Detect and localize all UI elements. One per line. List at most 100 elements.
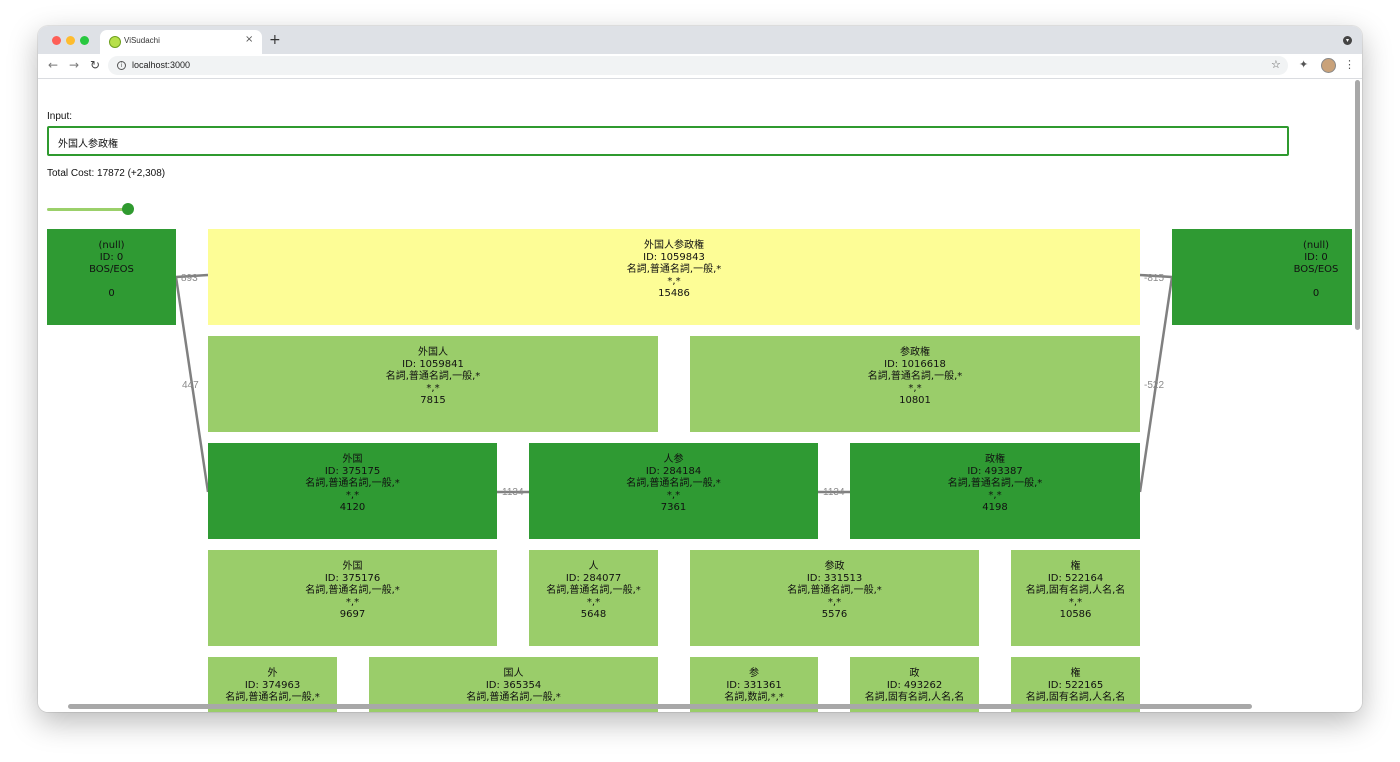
text-input[interactable]: 外国人参政権 — [47, 126, 1289, 156]
node-id: ID: 374963 — [244, 680, 301, 691]
node-extra: *,* — [827, 597, 842, 608]
node-331513[interactable]: 参政 ID: 331513 名詞,普通名詞,一般,* *,* 5576 — [690, 550, 979, 646]
vertical-scrollbar[interactable] — [1355, 80, 1360, 330]
node-pos: 名詞,普通名詞,一般,* — [947, 478, 1043, 489]
maximize-window-button[interactable] — [80, 36, 89, 45]
edge-eos-top — [1139, 273, 1173, 279]
edge-bos-top — [175, 273, 209, 279]
node-cost: 5576 — [821, 609, 848, 620]
node-extra: *,* — [988, 490, 1002, 501]
node-surface: 参政権 — [900, 347, 930, 358]
node-id: ID: 375176 — [324, 573, 381, 584]
address-bar[interactable]: i localhost:3000 ☆ — [108, 56, 1288, 75]
node-id: ID: 375175 — [324, 466, 381, 477]
node-pos: 名詞,普通名詞,一般,* — [867, 371, 963, 382]
node-surface: 外国人 — [418, 347, 448, 358]
close-window-button[interactable] — [52, 36, 61, 45]
node-extra: *,* — [345, 490, 360, 501]
node-cost: 0 — [108, 288, 115, 299]
node-eos[interactable]: (null) ID: 0 BOS/EOS 0 — [1172, 229, 1352, 325]
new-tab-button[interactable]: + — [269, 32, 281, 48]
node-id: ID: 331513 — [806, 573, 863, 584]
node-pos: 名詞,普通名詞,一般,* — [626, 478, 721, 489]
node-surface: 参 — [749, 668, 759, 679]
lattice-edges — [174, 273, 1174, 494]
forward-icon[interactable]: → — [69, 58, 80, 72]
tab-visudachi[interactable]: ViSudachi × — [100, 30, 262, 54]
node-1059841[interactable]: 外国人 ID: 1059841 名詞,普通名詞,一般,* *,* 7815 — [208, 336, 658, 432]
node-cost: 15486 — [658, 288, 690, 299]
node-pos: BOS/EOS — [1293, 264, 1339, 275]
node-id: ID: 1059841 — [402, 359, 464, 370]
node-extra: *,* — [1068, 597, 1083, 608]
node-cost: 0 — [1312, 288, 1320, 299]
node-cost: 7361 — [660, 502, 687, 513]
tab-strip: ViSudachi × + ▾ — [38, 26, 1362, 54]
page-content: Input: 外国人参政権 Total Cost: 17872 (+2,308)… — [38, 79, 1362, 712]
node-surface: 権 — [1070, 561, 1081, 572]
node-375176[interactable]: 外国 ID: 375176 名詞,普通名詞,一般,* *,* 9697 — [208, 550, 497, 646]
input-value[interactable]: 外国人参政権 — [58, 139, 118, 150]
total-cost: Total Cost: 17872 (+2,308) — [47, 168, 166, 179]
extensions-icon[interactable]: ✦ — [1299, 58, 1309, 71]
node-surface: 権 — [1070, 668, 1081, 679]
tab-title: ViSudachi — [124, 36, 160, 45]
node-id: ID: 522165 — [1047, 680, 1104, 691]
node-id: ID: 1016618 — [884, 359, 946, 370]
node-pos: 名詞,普通名詞,一般,* — [305, 585, 400, 596]
node-331361[interactable]: 参 ID: 331361 名詞,数詞,*,* — [690, 657, 818, 712]
node-pos: 名詞,普通名詞,一般,* — [225, 692, 320, 703]
node-extra — [1280, 276, 1352, 288]
node-284184[interactable]: 人参 ID: 284184 名詞,普通名詞,一般,* *,* 7361 — [529, 443, 818, 539]
back-icon[interactable]: ← — [48, 58, 59, 72]
bookmark-star-icon[interactable]: ☆ — [1271, 58, 1281, 71]
node-pos: 名詞,普通名詞,一般,* — [546, 585, 641, 596]
node-1059843[interactable]: 外国人参政権 ID: 1059843 名詞,普通名詞,一般,* *,* 1548… — [208, 229, 1140, 325]
node-365354[interactable]: 国人 ID: 365354 名詞,普通名詞,一般,* — [369, 657, 658, 712]
node-extra: *,* — [908, 383, 922, 394]
node-surface: 政権 — [985, 454, 1005, 465]
node-pos: 名詞,普通名詞,一般,* — [787, 585, 882, 596]
minimize-window-button[interactable] — [66, 36, 75, 45]
edge-label-ninjin-seiken: 1134 — [823, 487, 845, 498]
node-284077[interactable]: 人 ID: 284077 名詞,普通名詞,一般,* *,* 5648 — [529, 550, 658, 646]
node-id: ID: 365354 — [485, 680, 542, 691]
edge-label-eos-top: -815 — [1144, 273, 1165, 284]
node-pos: 名詞,普通名詞,一般,* — [466, 692, 561, 703]
tab-close-icon[interactable]: × — [245, 34, 254, 45]
zoom-slider-thumb[interactable] — [122, 203, 134, 215]
node-522164[interactable]: 権 ID: 522164 名詞,固有名詞,人名,名 *,* 10586 — [1011, 550, 1140, 646]
edge-eos-seiken — [1138, 276, 1174, 493]
node-375175[interactable]: 外国 ID: 375175 名詞,普通名詞,一般,* *,* 4120 — [208, 443, 497, 539]
node-pos: 名詞,数詞,*,* — [724, 692, 784, 703]
node-bos[interactable]: (null) ID: 0 BOS/EOS 0 — [47, 229, 176, 325]
node-cost: 5648 — [580, 609, 607, 620]
menu-icon[interactable]: ⋮ — [1344, 58, 1355, 71]
zoom-slider-track[interactable] — [47, 208, 128, 211]
node-1016618[interactable]: 参政権 ID: 1016618 名詞,普通名詞,一般,* *,* 10801 — [690, 336, 1140, 432]
edge-label-bos-mid: 447 — [182, 380, 199, 391]
favicon-icon — [109, 36, 121, 48]
node-extra: *,* — [586, 597, 601, 608]
horizontal-scrollbar[interactable] — [68, 704, 1252, 709]
node-surface: 外国 — [342, 454, 363, 465]
node-surface: 政 — [909, 668, 920, 679]
tab-search-icon[interactable]: ▾ — [1343, 36, 1352, 45]
node-pos: 名詞,普通名詞,一般,* — [305, 478, 400, 489]
input-label: Input: — [47, 111, 73, 122]
node-id: ID: 0 — [1304, 252, 1328, 263]
node-522165[interactable]: 権 ID: 522165 名詞,固有名詞,人名,名 — [1011, 657, 1140, 712]
node-pos: BOS/EOS — [89, 264, 134, 275]
node-pos: 名詞,固有名詞,人名,名 — [1025, 692, 1126, 703]
node-493262[interactable]: 政 ID: 493262 名詞,固有名詞,人名,名 — [850, 657, 979, 712]
info-icon[interactable]: i — [117, 61, 126, 70]
node-374963[interactable]: 外 ID: 374963 名詞,普通名詞,一般,* — [208, 657, 337, 712]
url-text[interactable]: localhost:3000 — [132, 60, 191, 70]
node-pos: 名詞,普通名詞,一般,* — [385, 371, 481, 382]
node-extra: *,* — [426, 383, 440, 394]
reload-icon[interactable]: ↻ — [90, 58, 101, 72]
browser-window: ViSudachi × + ▾ ← → ↻ i localhost:3000 ☆… — [38, 26, 1362, 712]
profile-avatar[interactable] — [1321, 58, 1336, 73]
node-id: ID: 331361 — [726, 680, 782, 691]
node-493387[interactable]: 政権 ID: 493387 名詞,普通名詞,一般,* *,* 4198 — [850, 443, 1140, 539]
